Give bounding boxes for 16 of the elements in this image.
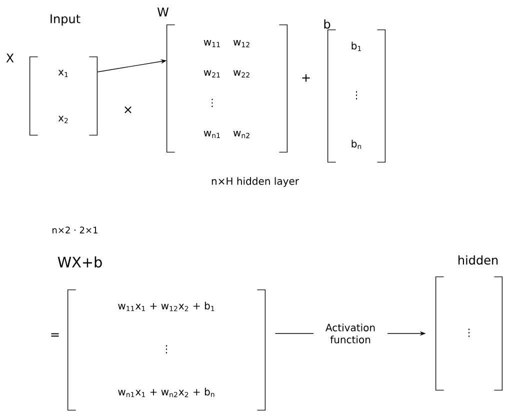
matrix-name: X [6,54,14,62]
matrix-name: Input [50,14,80,26]
edge-label: Activation function [314,322,388,346]
note-text: × [124,106,132,114]
matrix-name: b [324,19,330,29]
note-text: WX+b [58,256,102,268]
bracket-matrix: x$_{1}$ x$_{2}$ [29,56,98,136]
bracket-matrix: ⋮ [435,276,503,391]
bracket-matrix: w$_{11}$ w$_{12}$ w$_{21}$ w$_{22}$ ⋮ w$_{n1}$ w$_{n2}$ [166,24,288,153]
note-text: n×H hidden layer [212,177,299,187]
note-text: n×2 · 2×1 [52,226,98,234]
bracket-matrix: b$_{1}$ ⋮ b$_{n}$ [327,29,386,163]
bracket-matrix: w$_{11}$x$_{1}$ + w$_{12}$x$_{2}$ + b$_{1}$ ⋮ w$_{n1}$x$_{1}$ + w$_{n2}$x$_{2}$ + b$_{n}$ [67,289,266,411]
matrix-name: W [157,8,169,16]
matrix-name: hidden [458,255,498,265]
note-text: + [302,74,310,82]
